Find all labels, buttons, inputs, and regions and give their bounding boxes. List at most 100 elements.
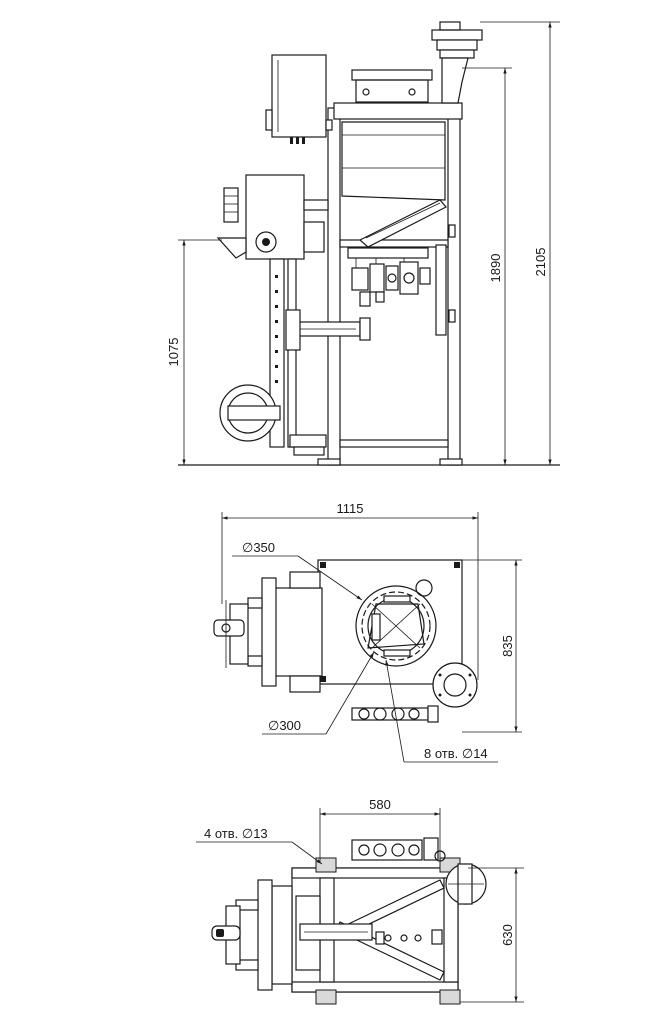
aspiration-bore xyxy=(443,673,467,697)
fitting xyxy=(414,934,422,942)
bottom-view: 580 630 4 отв. ∅13 xyxy=(196,797,524,1005)
dim-label-630: 630 xyxy=(500,924,515,946)
clamp-arm xyxy=(247,655,263,667)
hopper-body xyxy=(341,121,446,201)
aspiration-flange-top xyxy=(431,29,483,41)
leader-350 xyxy=(232,555,363,601)
bagging-bracket xyxy=(289,571,321,589)
fitting-block xyxy=(431,929,443,945)
cylinder-top xyxy=(213,619,245,637)
inclined-chute xyxy=(358,199,447,248)
clamp-arm xyxy=(247,597,263,609)
cable-gland xyxy=(296,137,299,144)
cabinet-handle xyxy=(265,109,273,131)
label-diameter-300: ∅300 xyxy=(268,718,301,733)
bracket xyxy=(448,224,456,238)
bagging-side-bar xyxy=(261,577,277,687)
leader-holes-13 xyxy=(196,841,323,865)
head-bracket xyxy=(303,199,329,211)
head-clamp xyxy=(303,221,325,253)
top-plate xyxy=(317,559,463,685)
spout-center xyxy=(262,238,270,246)
valve-block xyxy=(347,247,431,307)
base-plate xyxy=(289,434,327,448)
cabinet-mount xyxy=(325,119,333,131)
cable-gland xyxy=(302,137,305,144)
dim-1890 xyxy=(462,67,512,465)
spout-lip xyxy=(216,237,247,259)
corner-plate xyxy=(439,989,461,1005)
dim-1075 xyxy=(178,239,222,465)
valve-row-bottom xyxy=(351,837,446,862)
leader-holes-14 xyxy=(385,659,498,763)
base-foot xyxy=(293,446,325,456)
corner-plate xyxy=(315,857,337,873)
dim-label-1115: 1115 xyxy=(337,501,364,516)
inlet-cross-frame xyxy=(367,603,425,649)
wheel-axle xyxy=(227,405,281,421)
frame-mid-beam xyxy=(339,239,449,248)
arm-end xyxy=(359,317,371,341)
aspiration-flange-circle xyxy=(432,662,478,708)
clamp-arm xyxy=(235,899,259,911)
leader-300 xyxy=(262,651,375,735)
aspiration-cap xyxy=(439,21,461,31)
frame-top-beam xyxy=(333,102,463,120)
dim-label-580: 580 xyxy=(369,797,391,812)
fitting-block xyxy=(375,931,385,945)
cylinder-cap xyxy=(216,929,224,937)
arm-clamp xyxy=(285,309,301,351)
aspiration-flange xyxy=(436,39,478,51)
bolt xyxy=(408,88,416,96)
clamp-frame xyxy=(271,885,293,985)
dim-label-835: 835 xyxy=(500,635,515,657)
frame-post-right xyxy=(447,107,461,466)
fitting xyxy=(400,934,408,942)
dim-1115 xyxy=(221,512,479,680)
corner-plate xyxy=(315,989,337,1005)
bagging-unit-top xyxy=(271,587,323,677)
label-holes-14: 8 отв. ∅14 xyxy=(424,746,488,761)
chute-line xyxy=(365,202,441,239)
aspiration-ring xyxy=(439,49,475,59)
inlet-tab xyxy=(371,613,381,641)
bracket xyxy=(448,309,456,323)
dim-835 xyxy=(462,559,522,733)
label-diameter-350: ∅350 xyxy=(242,540,275,555)
frame-low-beam xyxy=(339,439,449,448)
clamp-bar xyxy=(257,879,273,991)
dim-label-2105: 2105 xyxy=(533,248,548,277)
top-view: 1115 835 ∅350 ∅300 8 отв. ∅14 xyxy=(213,501,522,763)
clamp-arm xyxy=(235,959,259,971)
inlet-tab xyxy=(383,649,411,657)
inlet-outer-circle xyxy=(355,585,437,667)
dim-580 xyxy=(319,808,441,862)
bolt xyxy=(362,88,370,96)
aspiration-hole xyxy=(415,579,433,597)
bagging-bracket xyxy=(289,675,321,693)
column-rail xyxy=(287,258,297,448)
frame-rail-bottom xyxy=(291,981,459,993)
side-plate xyxy=(435,244,447,336)
inlet-flange xyxy=(351,69,433,81)
pneumatic-cylinder xyxy=(223,187,239,223)
corner-mark xyxy=(320,676,326,682)
inlet-hole-circle xyxy=(361,591,431,661)
side-view: 2105 1890 1075 xyxy=(166,21,560,466)
dim-label-1075: 1075 xyxy=(166,338,181,367)
dim-630 xyxy=(460,867,524,1003)
dim-2105 xyxy=(480,21,560,465)
dim-label-1890: 1890 xyxy=(488,254,503,283)
inlet-body xyxy=(355,79,429,103)
corner-mark xyxy=(320,562,326,568)
foot-left xyxy=(317,458,341,466)
fitting xyxy=(384,934,392,942)
corner-mark xyxy=(454,562,460,568)
valve-row-top xyxy=(351,705,439,723)
foot-right xyxy=(439,458,463,466)
aspiration-pipe xyxy=(441,57,469,104)
cross-line xyxy=(371,603,421,649)
label-holes-13: 4 отв. ∅13 xyxy=(204,826,268,841)
inlet-tab xyxy=(383,595,411,603)
